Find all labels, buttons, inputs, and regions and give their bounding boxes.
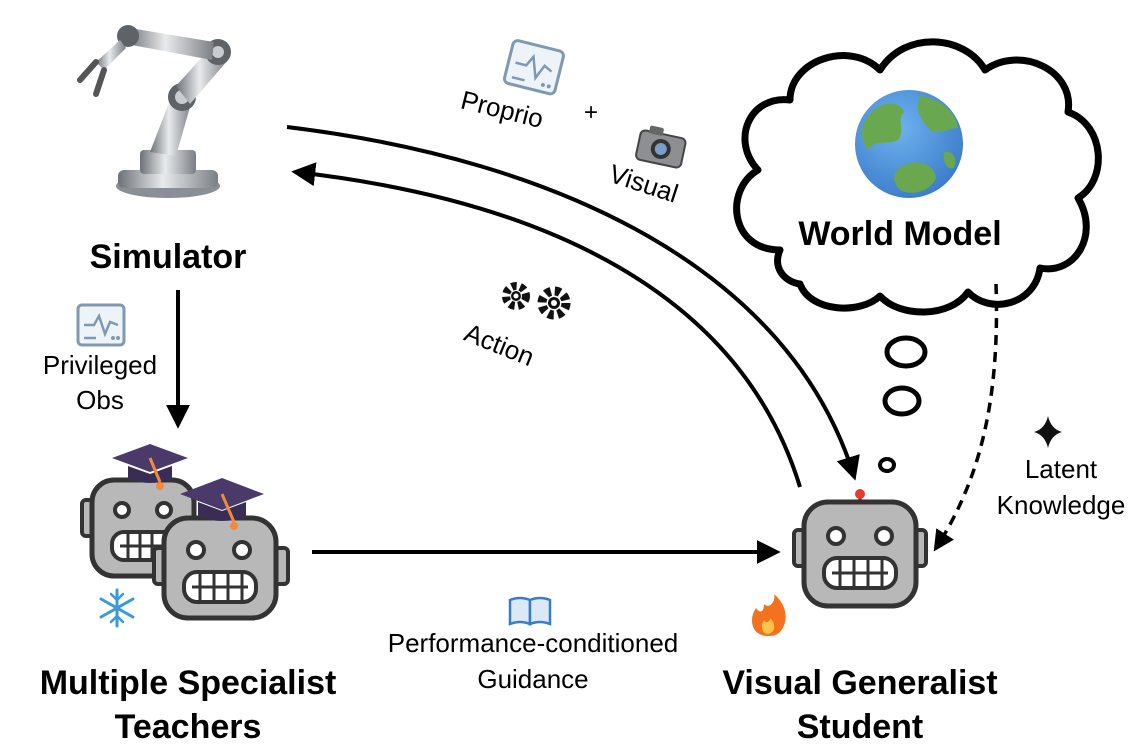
world-model-label: World Model [798, 215, 1001, 253]
thought-bubble-large [884, 335, 928, 369]
teacher-robot-front [152, 478, 290, 621]
latent-label-line2: Knowledge [997, 490, 1126, 520]
student-label-line2: Student [797, 708, 924, 746]
fire-icon [752, 594, 786, 636]
guidance-label-line2: Guidance [477, 664, 588, 694]
privileged-obs-label-line1: Privileged [43, 350, 157, 380]
action-arrow [291, 162, 802, 488]
snowflake-icon [99, 588, 135, 628]
privileged-monitor-icon [76, 303, 126, 347]
guidance-label-line1: Performance-conditioned [388, 628, 679, 658]
open-book-icon [508, 596, 552, 626]
thought-bubble-medium [882, 385, 922, 417]
observation-arrow [286, 125, 860, 481]
gears-icon [502, 282, 571, 320]
robot-arm-icon [77, 25, 231, 198]
proprio-monitor-icon [502, 39, 565, 96]
sparkle-icon [1034, 416, 1062, 448]
camera-icon [635, 125, 687, 169]
student-robot [792, 489, 928, 609]
thought-bubble-small [878, 457, 896, 473]
latent-knowledge-arrow [933, 283, 999, 552]
teachers-label-line1: Multiple Specialist [40, 664, 337, 702]
student-label-line1: Visual Generalist [722, 664, 997, 702]
latent-label-line1: Latent [1025, 454, 1098, 484]
privileged-obs-label-line2: Obs [76, 385, 124, 415]
simulator-label: Simulator [90, 238, 247, 276]
action-label: Action [460, 317, 538, 372]
plus-label: + [584, 99, 598, 126]
teachers-label-line2: Teachers [115, 708, 262, 746]
globe-icon [855, 90, 963, 198]
proprio-label: Proprio [458, 85, 547, 134]
